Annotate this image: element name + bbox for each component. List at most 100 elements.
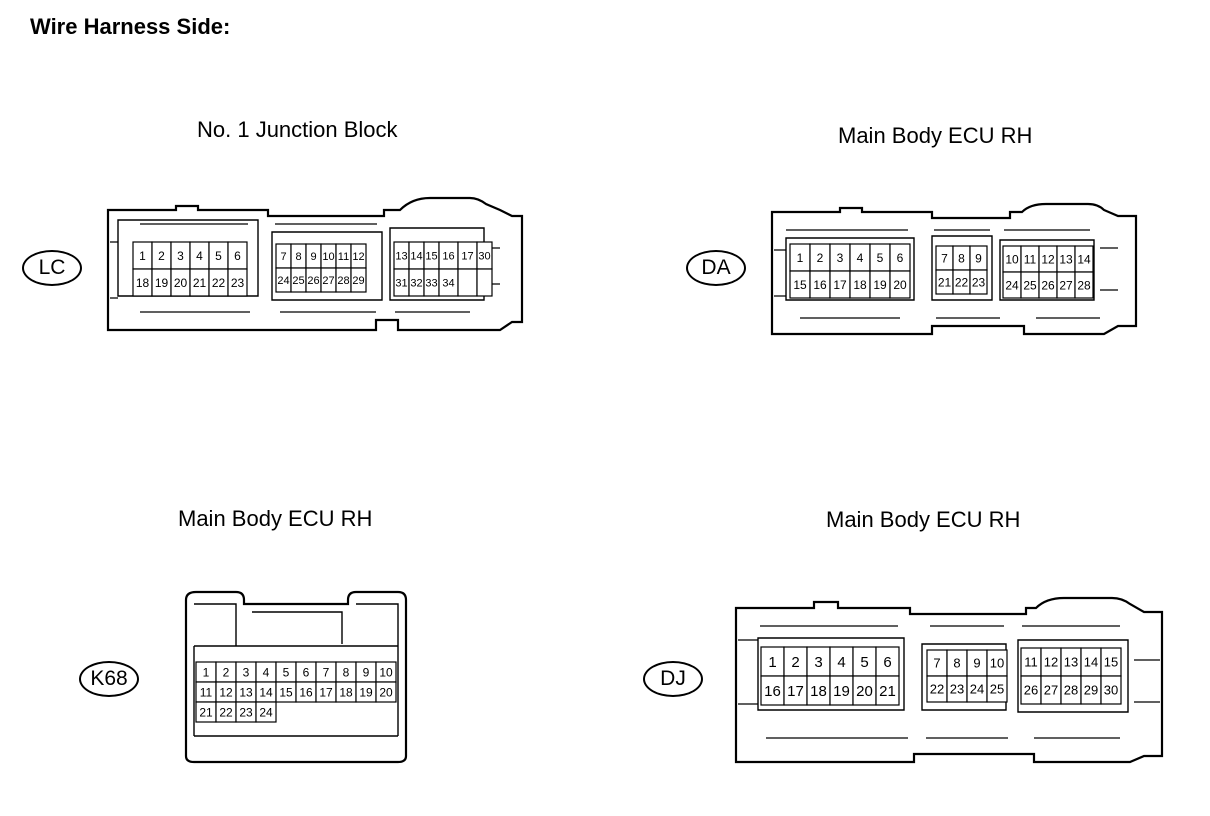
connector-dj-housing — [734, 596, 1164, 764]
connector-dj-pin-cell — [986, 675, 1008, 703]
connector-dj-pin-label: 7 — [933, 656, 940, 671]
connector-lc-id: LC — [22, 250, 82, 286]
connector-lc-pin-label: 19 — [155, 276, 169, 290]
connector-dj-inner-outline — [757, 637, 1129, 713]
connector-dj-pin-label: 27 — [1044, 683, 1058, 698]
connector-lc-pin-label: 30 — [478, 250, 490, 262]
connector-lc-pin-label: 26 — [307, 275, 319, 287]
connector-da-pin-label: 9 — [975, 251, 982, 265]
connector-da-pin-label: 7 — [941, 251, 948, 265]
connector-da-pin-label: 2 — [817, 251, 824, 265]
connector-da-pin-label: 21 — [938, 275, 952, 289]
connector-dj-pin-label: 18 — [810, 683, 827, 700]
connector-lc-pin-label: 25 — [292, 275, 304, 287]
connector-k68-pin-label: 16 — [299, 685, 313, 699]
connector-da-pin-label: 12 — [1041, 252, 1055, 266]
connector-da-pin-label: 3 — [837, 251, 844, 265]
connector-da-pin-label: 19 — [873, 278, 887, 292]
connector-dj-pin-label: 1 — [768, 654, 776, 671]
connector-lc-title: No. 1 Junction Block — [197, 117, 398, 142]
connector-da-pin-label: 15 — [793, 278, 807, 292]
connector-dj-pin-label: 14 — [1084, 655, 1098, 670]
connector-da-pin-label: 23 — [972, 275, 986, 289]
connector-lc-pin-cell — [350, 267, 367, 293]
connector-da-pin-label: 17 — [833, 278, 847, 292]
connector-da-pin-label: 14 — [1077, 252, 1091, 266]
connector-dj-pin-label: 5 — [860, 654, 868, 671]
connector-dj-pin-label: 21 — [879, 683, 896, 700]
connector-k68-pin-label: 9 — [363, 665, 370, 679]
connector-lc-pin-label: 34 — [442, 277, 454, 289]
connector-da-pin-cell — [1074, 271, 1094, 299]
connector-k68-pin-label: 23 — [239, 705, 253, 719]
connector-lc-pin-cell — [457, 268, 478, 297]
connector-da-pin-label: 5 — [877, 251, 884, 265]
connector-dj-id: DJ — [643, 661, 703, 697]
connector-lc-inner-outline — [117, 219, 485, 301]
connector-lc-housing — [106, 196, 524, 332]
connector-lc-pin-label: 10 — [322, 251, 334, 263]
connector-lc-pin-label: 17 — [461, 250, 473, 262]
connector-lc-pin-label: 9 — [310, 251, 316, 263]
connector-k68-pin-label: 13 — [239, 685, 253, 699]
connector-lc-pin-label: 6 — [234, 249, 241, 263]
connector-k68-pin-label: 6 — [303, 665, 310, 679]
connector-da-pin-label: 28 — [1077, 278, 1091, 292]
connector-k68-pin-label: 5 — [283, 665, 290, 679]
connector-dj-pin-cell — [875, 675, 900, 706]
connector-dj-pin-label: 16 — [764, 683, 781, 700]
connector-dj-pin-label: 20 — [856, 683, 873, 700]
connector-lc-pin-label: 21 — [193, 276, 207, 290]
connector-k68-pin-label: 17 — [319, 685, 333, 699]
connector-da-housing — [770, 202, 1138, 336]
connector-da-pin-label: 20 — [893, 278, 907, 292]
connector-lc-pin-label: 32 — [410, 277, 422, 289]
connector-k68-title: Main Body ECU RH — [178, 506, 373, 531]
connector-lc-pin-label: 22 — [212, 276, 226, 290]
connector-dj-pin-label: 12 — [1044, 655, 1058, 670]
connector-lc-pin-cell — [227, 268, 248, 297]
connector-k68-pin-label: 3 — [243, 665, 250, 679]
connector-dj-pin-label: 28 — [1064, 683, 1078, 698]
connector-dj-pin-label: 19 — [833, 683, 850, 700]
connector-lc-pin-label: 24 — [277, 275, 289, 287]
connector-lc-pin-label: 16 — [442, 250, 454, 262]
connector-lc-pin-label: 33 — [425, 277, 437, 289]
connector-lc-pin-label: 13 — [395, 250, 407, 262]
connector-da-pin-label: 24 — [1005, 278, 1019, 292]
connector-lc-pin-label: 1 — [139, 249, 146, 263]
connector-lc-pin-label: 7 — [280, 251, 286, 263]
connector-dj-pin-label: 11 — [1024, 655, 1038, 670]
connector-dj-pin-label: 9 — [973, 656, 980, 671]
connector-k68-pin-label: 12 — [219, 685, 233, 699]
connector-lc-pin-label: 4 — [196, 249, 203, 263]
connector-lc-pin-label: 20 — [174, 276, 188, 290]
connector-dj-pin-label: 15 — [1104, 655, 1118, 670]
connector-dj-pin-label: 24 — [970, 682, 984, 697]
connector-k68-pin-label: 21 — [199, 705, 213, 719]
connector-dj-pin-label: 23 — [950, 682, 964, 697]
connector-dj-pin-label: 22 — [930, 682, 944, 697]
connector-dj-pin-label: 4 — [837, 654, 845, 671]
connector-k68-pin-label: 19 — [359, 685, 373, 699]
connector-da-pin-cell — [969, 269, 988, 295]
connector-lc-pin-label: 11 — [338, 251, 349, 263]
connector-k68-pin-label: 8 — [343, 665, 350, 679]
connector-dj-pin-label: 30 — [1104, 683, 1118, 698]
connector-lc-pin-label: 14 — [410, 250, 422, 262]
connector-dj-pin-label: 2 — [791, 654, 799, 671]
connector-lc-pin-label: 23 — [231, 276, 245, 290]
connector-k68-pin-label: 14 — [259, 685, 273, 699]
connector-da-pin-label: 1 — [797, 251, 804, 265]
connector-k68-pin-label: 4 — [263, 665, 270, 679]
connector-k68-id: K68 — [79, 661, 139, 697]
connector-k68-pin-label: 20 — [379, 685, 393, 699]
connector-k68-pin-label: 24 — [259, 705, 273, 719]
connector-da-pin-label: 22 — [955, 275, 969, 289]
connector-da-pin-label: 13 — [1059, 252, 1073, 266]
connector-k68-pin-label: 15 — [279, 685, 293, 699]
connector-da-pin-label: 6 — [897, 251, 904, 265]
connector-k68-pin-label: 7 — [323, 665, 330, 679]
